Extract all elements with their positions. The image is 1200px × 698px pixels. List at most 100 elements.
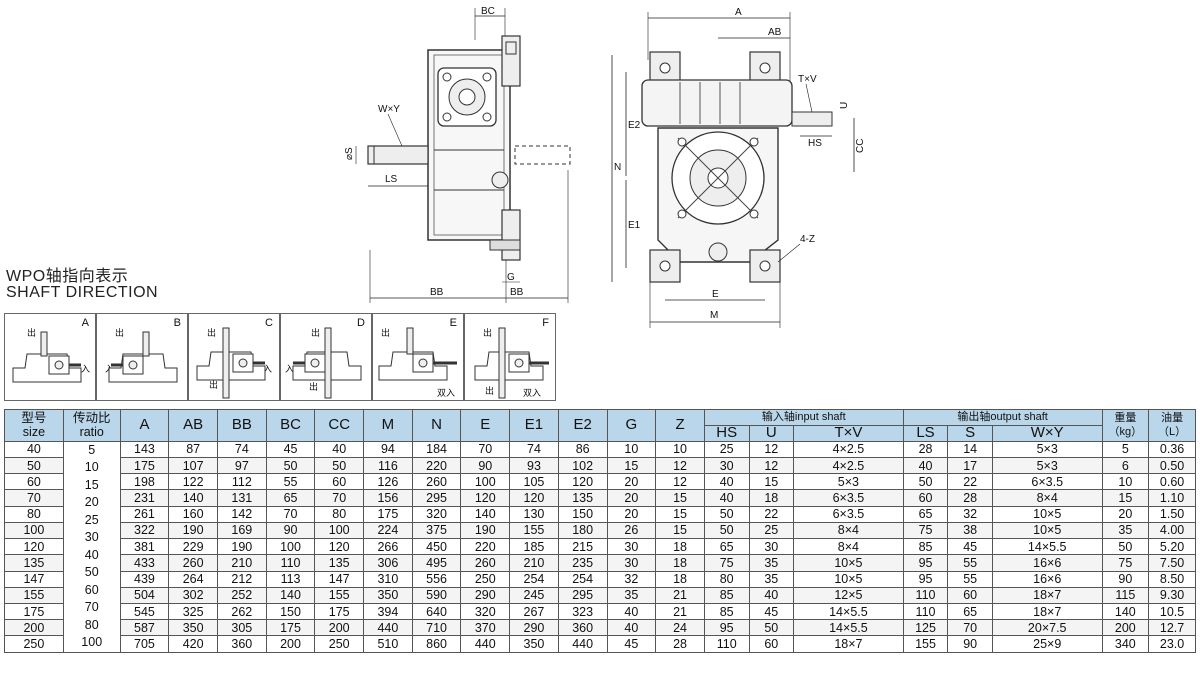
table-cell: 12 <box>655 456 705 475</box>
table-cell: 229 <box>168 538 218 556</box>
table-cell: 350 <box>363 586 413 604</box>
table-cell: 95 <box>902 570 949 588</box>
table-cell: 440 <box>557 635 608 653</box>
direction-variant-f: F 出 出 双入 <box>464 313 556 401</box>
table-cell: 250 <box>314 635 365 653</box>
table-cell: 90 <box>460 456 511 475</box>
in-label: 入 <box>81 364 90 374</box>
out-label: 出 <box>381 327 390 338</box>
table-cell: 87 <box>168 440 218 459</box>
table-cell: 25×9 <box>991 635 1103 653</box>
table-cell: 17 <box>947 456 993 475</box>
header-n: N <box>411 409 462 442</box>
table-cell: 375 <box>411 521 462 540</box>
header-txv: T×V <box>793 424 904 442</box>
table-cell: 120 <box>557 473 608 491</box>
table-cell: 10×5 <box>793 570 904 588</box>
out-label-2: 出 <box>209 379 218 390</box>
table-cell: 184 <box>411 440 462 459</box>
table-cell: 325 <box>168 602 218 621</box>
table-cell: 100 <box>460 473 511 491</box>
out-label: 出 <box>115 327 124 338</box>
table-cell: 5.20 <box>1148 538 1196 556</box>
table-cell: 5×3 <box>793 473 904 491</box>
table-cell: 16×6 <box>991 554 1103 572</box>
table-cell: 50 <box>902 473 949 491</box>
ratio-value: 5 <box>88 442 96 457</box>
table-cell: 70 <box>265 505 316 523</box>
table-cell: 15 <box>655 521 705 540</box>
table-cell: 45 <box>606 635 657 653</box>
dim-a: A <box>735 7 742 18</box>
table-cell: 5×3 <box>991 440 1103 459</box>
table-cell: 18×7 <box>991 602 1103 621</box>
table-cell: 510 <box>363 635 413 653</box>
table-cell: 18 <box>655 538 705 556</box>
table-cell: 24 <box>655 619 705 637</box>
table-cell: 6×3.5 <box>991 473 1103 491</box>
table-cell: 250 <box>4 635 64 653</box>
table-cell: 156 <box>363 489 413 507</box>
table-cell: 35 <box>748 554 795 572</box>
table-cell: 262 <box>217 602 267 621</box>
table-cell: 15 <box>655 489 705 507</box>
table-cell: 180 <box>557 521 608 540</box>
table-cell: 8×4 <box>793 521 904 540</box>
table-cell: 381 <box>119 538 170 556</box>
dim-ab: AB <box>768 27 782 38</box>
direction-variant-c: C 出 入 出 <box>188 313 280 401</box>
table-cell: 143 <box>119 440 170 459</box>
table-cell: 95 <box>703 619 750 637</box>
table-cell: 5×3 <box>991 456 1103 475</box>
table-cell: 55 <box>947 570 993 588</box>
table-cell: 50 <box>314 456 365 475</box>
table-cell: 12 <box>748 456 795 475</box>
table-cell: 122 <box>168 473 218 491</box>
table-cell: 15 <box>1101 489 1150 507</box>
table-cell: 74 <box>217 440 267 459</box>
table-cell: 710 <box>411 619 462 637</box>
table-cell: 60 <box>314 473 365 491</box>
table-cell: 190 <box>217 538 267 556</box>
table-cell: 50 <box>1101 538 1150 556</box>
table-cell: 160 <box>168 505 218 523</box>
table-cell: 85 <box>902 538 949 556</box>
table-cell: 120 <box>509 489 559 507</box>
table-cell: 60 <box>902 489 949 507</box>
table-cell: 126 <box>363 473 413 491</box>
table-cell: 235 <box>557 554 608 572</box>
table-cell: 360 <box>217 635 267 653</box>
header-bc: BC <box>265 409 316 442</box>
table-cell: 4×2.5 <box>793 456 904 475</box>
table-cell: 4.00 <box>1148 521 1196 540</box>
header-e: E <box>460 409 511 442</box>
out-label: 出 <box>311 327 320 338</box>
dim-hs: HS <box>808 138 822 149</box>
table-cell: 705 <box>119 635 170 653</box>
table-cell: 80 <box>314 505 365 523</box>
table-cell: 320 <box>411 505 462 523</box>
table-cell: 252 <box>217 586 267 604</box>
table-cell: 60 <box>4 473 64 491</box>
table-cell: 306 <box>363 554 413 572</box>
table-cell: 200 <box>4 619 64 637</box>
table-cell: 107 <box>168 456 218 475</box>
table-cell: 14×5.5 <box>793 602 904 621</box>
table-cell: 65 <box>947 602 993 621</box>
table-cell: 40 <box>703 473 750 491</box>
table-cell: 45 <box>265 440 316 459</box>
table-cell: 113 <box>265 570 316 588</box>
out-label: 出 <box>483 327 492 338</box>
table-cell: 115 <box>1101 586 1150 604</box>
table-cell: 245 <box>509 586 559 604</box>
table-cell: 260 <box>168 554 218 572</box>
table-cell: 155 <box>509 521 559 540</box>
table-cell: 169 <box>217 521 267 540</box>
